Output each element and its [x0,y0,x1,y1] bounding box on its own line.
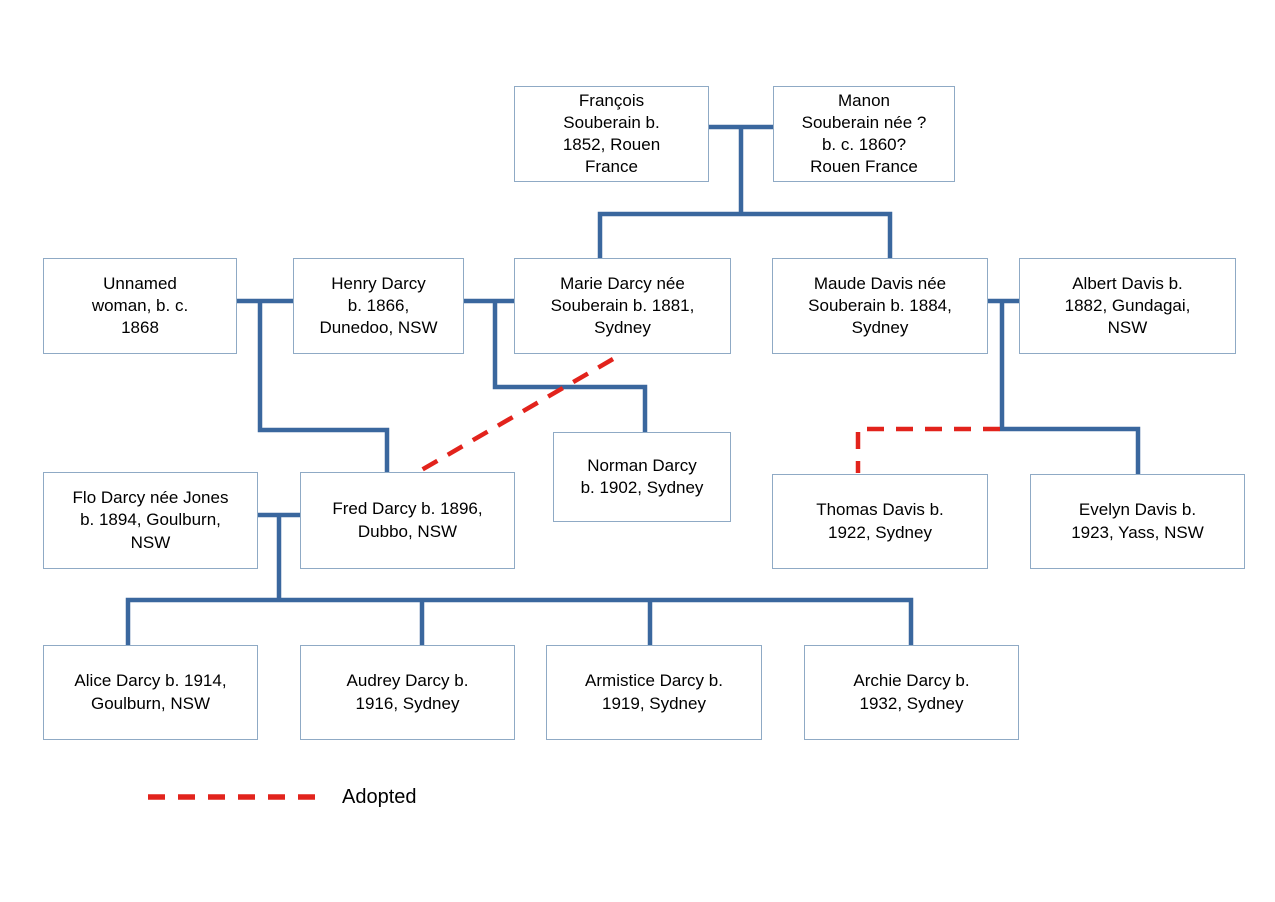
person-box-thomas-davis[interactable]: Thomas Davis b. 1922, Sydney [772,474,988,569]
person-box-fred-darcy[interactable]: Fred Darcy b. 1896, Dubbo, NSW [300,472,515,569]
person-label: Henry Darcy b. 1866, Dunedoo, NSW [319,273,438,338]
person-label: Unnamed woman, b. c. 1868 [91,273,189,338]
person-box-marie-darcy[interactable]: Marie Darcy née Souberain b. 1881, Sydne… [514,258,731,354]
person-box-unnamed-woman[interactable]: Unnamed woman, b. c. 1868 [43,258,237,354]
person-box-alice-darcy[interactable]: Alice Darcy b. 1914, Goulburn, NSW [43,645,258,740]
person-label: Thomas Davis b. 1922, Sydney [816,500,944,542]
person-box-maude-davis[interactable]: Maude Davis née Souberain b. 1884, Sydne… [772,258,988,354]
person-label: François Souberain b. 1852, Rouen France [562,90,661,177]
adoption-line-marie-to-fred [416,357,615,474]
person-box-henry-darcy[interactable]: Henry Darcy b. 1866, Dunedoo, NSW [293,258,464,354]
descendant-line-unnamed-woman-henry-to-fred [257,301,390,472]
person-box-albert-davis[interactable]: Albert Davis b. 1882, Gundagai, NSW [1019,258,1236,354]
person-label: Fred Darcy b. 1896, Dubbo, NSW [332,499,483,541]
adoption-line-maude-albert-to-thomas [855,426,1000,473]
descendant-line-henry-marie-to-norman [492,301,648,432]
person-label: Flo Darcy née Jones b. 1894, Goulburn, N… [72,488,229,552]
legend-adopted-label: Adopted [342,786,417,808]
person-label: Audrey Darcy b. 1916, Sydney [346,671,469,713]
person-box-norman-darcy[interactable]: Norman Darcy b. 1902, Sydney [553,432,731,522]
descendant-line-francois-manon-to-daughters [597,127,893,258]
person-label: Manon Souberain née ? b. c. 1860? Rouen … [801,90,927,177]
person-box-flo-darcy[interactable]: Flo Darcy née Jones b. 1894, Goulburn, N… [43,472,258,569]
person-label: Norman Darcy b. 1902, Sydney [580,455,704,497]
person-label: Albert Davis b. 1882, Gundagai, NSW [1064,273,1191,338]
descendant-line-maude-albert-to-evelyn [999,301,1141,474]
descendant-line-flo-fred-to-children [125,515,914,645]
person-box-archie-darcy[interactable]: Archie Darcy b. 1932, Sydney [804,645,1019,740]
person-label: Evelyn Davis b. 1923, Yass, NSW [1071,500,1204,542]
person-box-manon-souberain[interactable]: Manon Souberain née ? b. c. 1860? Rouen … [773,86,955,182]
person-box-evelyn-davis[interactable]: Evelyn Davis b. 1923, Yass, NSW [1030,474,1245,569]
person-label: Armistice Darcy b. 1919, Sydney [585,671,723,713]
person-label: Archie Darcy b. 1932, Sydney [853,671,970,713]
person-label: Alice Darcy b. 1914, Goulburn, NSW [74,671,227,713]
person-box-francois-souberain[interactable]: François Souberain b. 1852, Rouen France [514,86,709,182]
person-box-armistice-darcy[interactable]: Armistice Darcy b. 1919, Sydney [546,645,762,740]
person-label: Marie Darcy née Souberain b. 1881, Sydne… [550,273,695,338]
person-label: Maude Davis née Souberain b. 1884, Sydne… [808,273,952,338]
person-box-audrey-darcy[interactable]: Audrey Darcy b. 1916, Sydney [300,645,515,740]
